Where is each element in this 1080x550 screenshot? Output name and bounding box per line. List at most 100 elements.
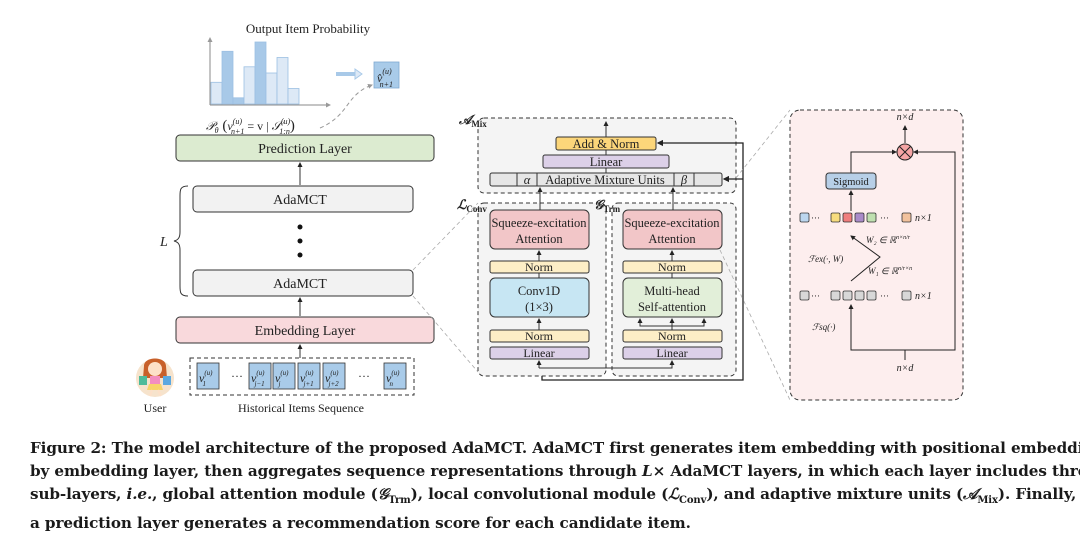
conv-se-line1: Squeeze-excitation (491, 216, 587, 230)
trm-linear-box (622, 346, 723, 360)
trm-se-line1: Squeeze-excitation (624, 216, 720, 230)
beta-box (673, 172, 695, 187)
caption-line-3: sub-layers, i.e., global attention modul… (30, 485, 1077, 507)
sequence-item-label: v(u)1 (199, 369, 213, 388)
zoom-guide-line (412, 202, 479, 271)
figure-caption: Figure 2: The model architecture of the … (30, 437, 1080, 535)
ellipsis-dot (297, 252, 303, 258)
prediction-layer-box (175, 134, 435, 162)
vector-cell (842, 212, 853, 223)
squeezed-vector-dim: n×1 (915, 291, 932, 302)
vector-cell (854, 290, 865, 301)
vector-cell (866, 212, 877, 223)
w1-label: W₁ ∈ ℝn/r×n (868, 266, 912, 276)
vector-cell (901, 290, 912, 301)
histogram-bar (221, 50, 234, 105)
history-sequence-label: Historical Items Sequence (238, 401, 364, 415)
embedding-layer-box (175, 316, 435, 344)
adamct-block-top (192, 185, 414, 213)
user-label: User (144, 401, 167, 415)
prediction-layer-label: Prediction Layer (258, 142, 352, 157)
histogram-title: Output Item Probability (246, 21, 371, 36)
layers-brace (173, 185, 189, 297)
trm-linear-label: Linear (656, 346, 687, 360)
caption-line-1: Figure 2: The model architecture of the … (30, 439, 1080, 457)
sequence-ellipsis: ··· (231, 369, 243, 383)
output-dim-label: n×d (897, 112, 915, 123)
conv-norm-bottom-box (489, 329, 590, 343)
caption-line-2: by embedding layer, then aggregates sequ… (30, 462, 1080, 480)
multiply-cross (899, 146, 911, 158)
trm-norm-bottom-box (622, 329, 723, 343)
vector-cell (842, 290, 853, 301)
conv-linear-box (489, 346, 590, 360)
mhsa-line1: Multi-head (644, 284, 700, 298)
vector-ellipsis: ··· (880, 291, 889, 301)
histogram-bar (210, 81, 223, 105)
history-sequence-container (189, 357, 415, 396)
fsq-label: ℱsq(·) (812, 322, 835, 332)
vector-ellipsis: ··· (811, 213, 820, 223)
conv-linear-label: Linear (523, 346, 554, 360)
vector-ellipsis: ··· (880, 213, 889, 223)
amix-label: 𝒜Mix (458, 112, 487, 129)
adamct-block-bottom (192, 269, 414, 297)
trm-norm-bottom-label: Norm (658, 329, 687, 343)
adamct-detail: 𝒜Mix Add & Norm Linear α β Adaptive Mixt… (457, 112, 744, 381)
probability-formula: 𝒫θ (v(u)n+1 = v | 𝒮(u)1:n) (206, 117, 295, 136)
multihead-attention-box (622, 277, 723, 318)
conv1d-box (489, 277, 590, 318)
vector-cell (830, 290, 841, 301)
excited-vector: ··· ··· (799, 212, 912, 223)
vector-cell (854, 212, 865, 223)
sequence-item-box (322, 362, 346, 390)
beta-label: β (680, 173, 688, 187)
user-avatar-icon (136, 358, 174, 397)
left-pipeline: Output Item Probability v̂(u)n+1 𝒫θ (v(u… (136, 21, 435, 415)
sequence-item-label: v(u)j−1 (251, 369, 265, 388)
histogram-bar (243, 66, 256, 105)
adamct-bottom-label: AdaMCT (273, 277, 327, 292)
predicted-item-label: v̂(u)n+1 (377, 67, 393, 89)
ellipsis-dot (297, 224, 303, 230)
vector-cell (830, 212, 841, 223)
predicted-item-box (373, 61, 400, 89)
sigmoid-box (825, 172, 877, 190)
sequence-item-box (196, 362, 220, 390)
gtrm-label: 𝒢Trm (594, 197, 621, 214)
excited-vector-dim: n×1 (915, 213, 932, 224)
lconv-label: ℒConv (457, 197, 487, 214)
histogram-bar (265, 72, 278, 105)
conv-se-line2: Attention (515, 232, 563, 246)
alpha-label: α (524, 173, 531, 187)
trm-se-line2: Attention (648, 232, 696, 246)
sequence-item-box (272, 362, 296, 390)
sigmoid-to-multiply (850, 149, 897, 173)
conv-norm-top-label: Norm (525, 260, 554, 274)
sequence-item-box (248, 362, 272, 390)
vector-cell (901, 212, 912, 223)
sequence-item-label: v(u)n (386, 369, 400, 388)
histogram-bar (276, 57, 289, 105)
alpha-box (516, 172, 538, 187)
zoom-guide-line (735, 109, 791, 179)
vector-ellipsis: ··· (811, 291, 820, 301)
adaptive-mixture-units-box (489, 172, 723, 187)
sequence-item-box (297, 362, 321, 390)
embedding-layer-label: Embedding Layer (255, 324, 356, 339)
trm-branch: Squeeze-excitation Attention Norm Multi-… (622, 187, 723, 360)
input-split (539, 360, 675, 369)
sequence-item-label: v(u)j+1 (300, 369, 314, 388)
ellipsis-dot (297, 238, 303, 244)
w2-label: W₂ ∈ ℝn×n/r (866, 235, 911, 245)
vector-cell (799, 212, 810, 223)
sequence-item-label: v(u)j+2 (325, 369, 339, 388)
sequence-ellipsis: ··· (358, 369, 370, 383)
histogram-bar (232, 97, 245, 105)
conv-branch: Squeeze-excitation Attention Norm Conv1D… (489, 187, 590, 360)
prediction-dashed-link (319, 84, 373, 129)
excitation-arrow (850, 235, 881, 282)
output-arrowhead-icon (354, 68, 363, 80)
conv1d-line2: (1×3) (525, 300, 553, 314)
sequence-item-box (383, 362, 407, 390)
